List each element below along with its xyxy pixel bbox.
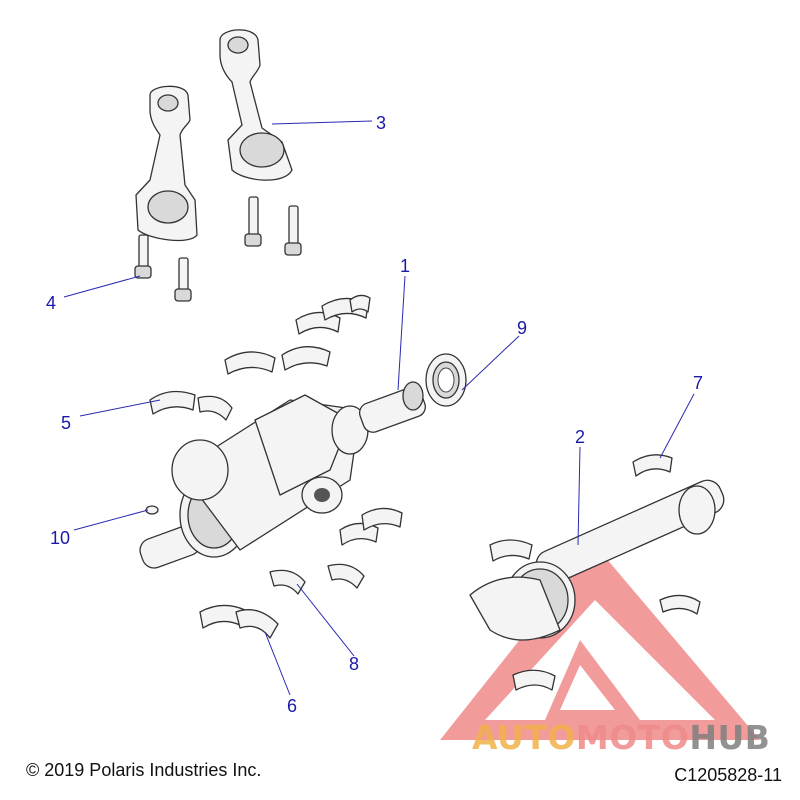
callout-6: 6 [287, 696, 297, 716]
watermark-text: AUTOMOTOHUB [472, 718, 770, 757]
callout-labels: 1 2 3 4 5 6 7 8 9 10 [46, 113, 703, 716]
copyright-text: © 2019 Polaris Industries Inc. [26, 760, 262, 780]
leader-5 [79, 399, 161, 417]
callout-10: 10 [50, 528, 70, 548]
leader-9 [461, 335, 520, 391]
leader-4 [63, 275, 141, 298]
callout-1: 1 [400, 256, 410, 276]
oil-seal [425, 353, 467, 407]
callout-4: 4 [46, 293, 56, 313]
connecting-rod-left [135, 85, 198, 242]
watermark-logo [440, 545, 760, 740]
balance-shaft [469, 479, 725, 641]
leader-1 [397, 275, 406, 391]
bearing-shells-upper [224, 294, 371, 375]
callout-2: 2 [575, 427, 585, 447]
bearing-shells-7 [489, 454, 701, 691]
callout-7: 7 [693, 373, 703, 393]
bearing-shells-6 [199, 604, 279, 639]
leader-8 [296, 583, 355, 657]
woodruff-key [145, 505, 159, 515]
watermark-moto: MOTO [575, 718, 690, 757]
bearing-shells-8 [269, 507, 403, 595]
connecting-rod-right [219, 29, 293, 181]
callout-8: 8 [349, 654, 359, 674]
figure-id: C1205828-11 [674, 765, 782, 785]
watermark-auto: AUTO [472, 718, 576, 757]
leader-lines [63, 120, 695, 696]
leader-6 [264, 631, 291, 696]
leader-10 [73, 509, 149, 531]
callout-9: 9 [517, 318, 527, 338]
callout-5: 5 [61, 413, 71, 433]
crankshaft [139, 381, 426, 569]
rod-bolts [134, 196, 302, 302]
callout-3: 3 [376, 113, 386, 133]
leader-2 [577, 446, 581, 546]
leader-3 [271, 120, 373, 125]
watermark-hub: HUB [689, 718, 771, 757]
leader-7 [659, 393, 695, 459]
bearing-shells-5 [149, 390, 233, 421]
